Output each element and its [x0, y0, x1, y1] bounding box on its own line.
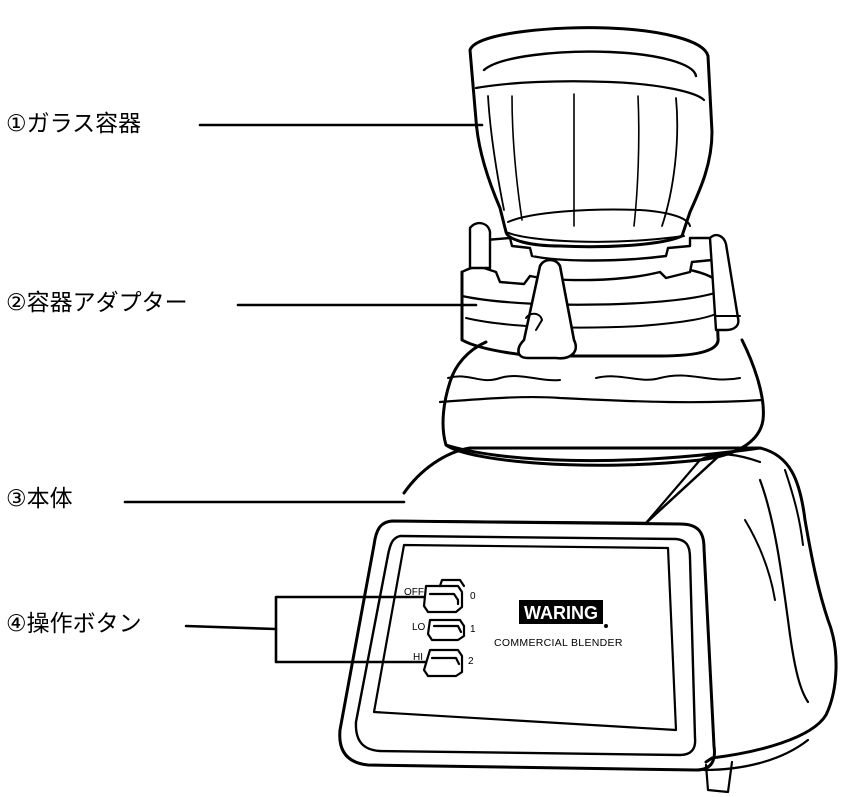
- switch-off-label: OFF: [404, 587, 424, 598]
- leader-bracket-buttons: [274, 595, 428, 664]
- panel-texts: OFF 0 LO 1 HI 2 WARING COMMERCIAL BLENDE…: [404, 587, 623, 667]
- switch-off-value: 0: [470, 591, 476, 602]
- adapter-lower-skirt: [441, 338, 765, 467]
- base-body-outline: [402, 446, 838, 764]
- adapter-left-tab: [468, 221, 492, 270]
- waring-logo: WARING: [524, 603, 598, 623]
- callout-main-body: ③本体: [6, 486, 73, 512]
- switch-group: [422, 578, 466, 678]
- adapter-collar: [460, 270, 720, 358]
- blender-base: [338, 443, 838, 794]
- front-panel-outer: [338, 519, 716, 772]
- leader-line-buttons: [184, 624, 278, 631]
- base-rear-contour: [784, 469, 804, 546]
- switch-hi-label: HI: [413, 652, 423, 663]
- adapter-collar-low: [465, 313, 717, 329]
- base-side-contour: [758, 478, 810, 704]
- adapter-skirt-wave: [447, 375, 561, 382]
- front-panel-label-plate: [372, 543, 678, 732]
- adapter-skirt-rim: [438, 395, 764, 404]
- switch-off[interactable]: [422, 578, 466, 614]
- jar-rim-inner: [482, 50, 698, 78]
- jar-bottom: [507, 208, 691, 227]
- adapter-right-tab: [708, 233, 740, 332]
- base-rear-contour-2: [744, 519, 776, 601]
- commercial-blender-label: COMMERCIAL BLENDER: [494, 637, 623, 649]
- glass-container: [468, 26, 714, 249]
- switch-hi[interactable]: [422, 648, 464, 678]
- waring-logo-box: [519, 600, 603, 624]
- adapter-collar-mid: [460, 290, 720, 306]
- adapter-lock-lever: [517, 258, 577, 360]
- jar-rim-lip: [474, 80, 706, 102]
- callout-control-buttons: ④操作ボタン: [6, 611, 142, 637]
- base-neck-seam: [444, 443, 762, 463]
- base-foot: [704, 760, 734, 794]
- callout-glass-container: ①ガラス容器: [6, 111, 142, 137]
- front-panel-inner-bezel: [354, 534, 697, 757]
- callout-container-adapter: ②容器アダプター: [6, 290, 188, 316]
- adapter-skirt-wave-2: [595, 374, 741, 381]
- switch-hi-value: 2: [468, 656, 474, 667]
- switch-lo-value: 1: [470, 624, 476, 635]
- logo-registered-mark: [604, 624, 608, 628]
- callout-leaders: [123, 123, 484, 664]
- switch-lo[interactable]: [426, 618, 466, 642]
- base-bottom-curve: [702, 738, 810, 772]
- container-adapter: [438, 221, 765, 467]
- switch-lo-label: LO: [412, 622, 426, 633]
